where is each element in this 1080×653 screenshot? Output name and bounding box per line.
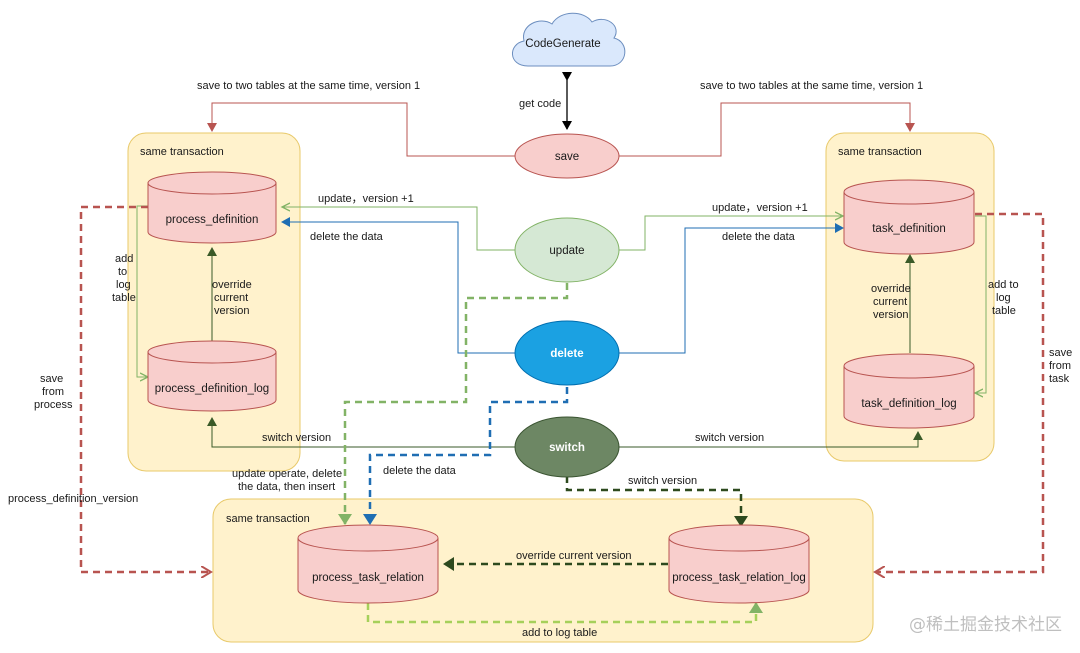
edge-label-override-right-2: current — [873, 296, 907, 308]
edge-switch-bottom — [565, 476, 748, 527]
node-code-generate[interactable]: CodeGenerate — [512, 12, 626, 67]
edge-delete-left — [281, 217, 516, 354]
db-task-definition-log[interactable]: task_definition_log — [843, 353, 975, 429]
edge-label-add-log-left-4: table — [112, 292, 136, 304]
edge-label-switch-right: switch version — [695, 432, 764, 444]
watermark-text: @稀土掘金技术社区 — [909, 615, 1062, 635]
edge-label-save-from-process-3: process — [34, 399, 73, 411]
edge-label-add-log-bottom: add to log table — [522, 627, 597, 639]
node-delete-label: delete — [550, 348, 583, 360]
left-group-label: same transaction — [140, 146, 224, 158]
edge-delete-to-relation — [363, 387, 569, 525]
db-process-task-relation[interactable]: process_task_relation — [297, 524, 439, 604]
edge-update-right — [619, 216, 843, 251]
edge-label-add-log-right-2: log — [996, 292, 1011, 304]
edge-label-process-definition-version: process_definition_version — [8, 493, 138, 505]
db-task-definition[interactable]: task_definition — [843, 179, 975, 255]
edge-update-left — [282, 207, 516, 251]
node-save[interactable]: save — [514, 133, 620, 179]
db-process-definition-log-label: process_definition_log — [155, 383, 269, 395]
node-update[interactable]: update — [514, 217, 620, 283]
edge-label-save-from-task-3: task — [1049, 373, 1070, 385]
right-group-label: same transaction — [838, 146, 922, 158]
edge-label-save-from-task-2: from — [1049, 360, 1071, 372]
edge-label-get-code: get code — [519, 98, 561, 110]
db-process-definition-label: process_definition — [166, 214, 259, 226]
edge-label-add-log-left-2: to — [118, 266, 127, 278]
db-process-task-relation-log-label: process_task_relation_log — [672, 572, 806, 584]
edge-label-delete-right: delete the data — [722, 231, 796, 243]
edge-label-override-right-1: override — [871, 283, 911, 295]
edge-label-add-log-right-3: table — [992, 305, 1016, 317]
db-process-task-relation-log[interactable]: process_task_relation_log — [668, 524, 810, 604]
edge-label-update-left: update，version +1 — [318, 193, 414, 205]
edge-label-delete-bottom: delete the data — [383, 465, 457, 477]
node-switch[interactable]: switch — [514, 416, 620, 478]
node-update-label: update — [549, 245, 584, 257]
edge-label-save-from-process-2: from — [42, 386, 64, 398]
edge-label-save-right: save to two tables at the same time, ver… — [700, 80, 923, 92]
edge-update-to-relation — [338, 283, 569, 525]
edge-save-from-task — [876, 212, 1045, 572]
node-code-generate-label: CodeGenerate — [525, 38, 600, 50]
node-save-label: save — [555, 151, 579, 163]
edge-label-update-operate-2: the data, then insert — [238, 481, 335, 493]
edge-save-right — [619, 102, 915, 157]
cloud-icon — [512, 12, 626, 67]
edge-label-override-left-3: version — [214, 305, 249, 317]
edge-label-save-from-process-1: save — [40, 373, 63, 385]
node-delete[interactable]: delete — [514, 320, 620, 386]
edge-add-log-right — [975, 215, 987, 393]
edge-label-save-from-task-1: save — [1049, 347, 1072, 359]
db-process-task-relation-label: process_task_relation — [312, 572, 424, 584]
bottom-group-label: same transaction — [226, 513, 310, 525]
db-process-definition-log[interactable]: process_definition_log — [147, 340, 277, 412]
edge-label-override-right-3: version — [873, 309, 908, 321]
edge-label-switch-left: switch version — [262, 432, 331, 444]
edge-label-override-left-2: current — [214, 292, 248, 304]
edge-label-override-left-1: override — [212, 279, 252, 291]
edge-switch-left — [207, 417, 516, 448]
edge-label-save-left: save to two tables at the same time, ver… — [197, 80, 420, 92]
edge-label-update-operate-1: update operate, delete — [232, 468, 342, 480]
db-process-definition[interactable]: process_definition — [147, 171, 277, 244]
edge-label-update-right: update，version +1 — [712, 202, 808, 214]
db-task-definition-log-label: task_definition_log — [861, 398, 956, 410]
edge-label-add-log-left-1: add — [115, 253, 133, 265]
edge-label-delete-left: delete the data — [310, 231, 384, 243]
edge-label-switch-bottom: switch version — [628, 475, 697, 487]
edge-delete-right — [619, 223, 844, 354]
edge-label-add-log-left-3: log — [116, 279, 131, 291]
db-task-definition-label: task_definition — [872, 223, 946, 235]
edge-switch-right — [619, 431, 923, 448]
edge-label-add-log-right-1: add to — [988, 279, 1019, 291]
node-switch-label: switch — [549, 442, 585, 454]
edge-label-override-bottom: override current version — [516, 550, 632, 562]
edge-save-from-process — [79, 205, 210, 572]
edge-save-left — [207, 102, 516, 157]
